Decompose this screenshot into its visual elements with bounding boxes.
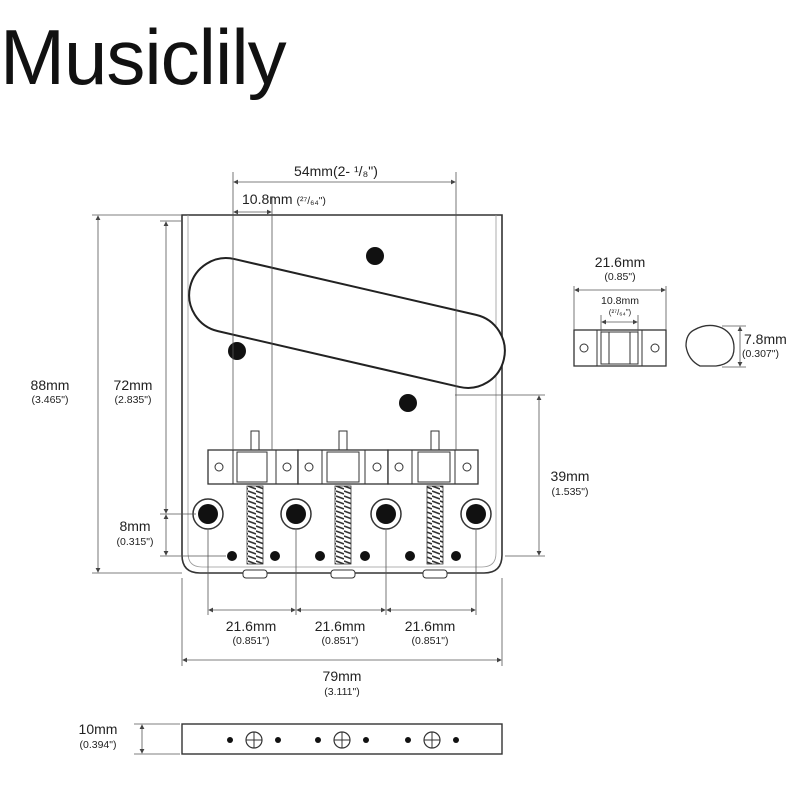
label-10mm-in: (0.394") — [79, 739, 117, 751]
label-7-8mm: 7.8mm — [744, 331, 787, 347]
label-10-8mm: 10.8mm (²⁷/₆₄") — [242, 191, 326, 207]
screw-holes — [227, 551, 461, 561]
saddle-2 — [297, 449, 389, 485]
label-88mm: 88mm — [30, 377, 70, 393]
intonation-springs — [246, 485, 444, 565]
brand-logo: Musiclily — [0, 13, 287, 101]
label-79mm-in: (3.111") — [324, 686, 360, 698]
side-profile — [181, 723, 503, 755]
intonation-screw-heads — [242, 569, 448, 579]
label-21-6mm-2: 21.6mm — [314, 618, 366, 634]
pickup-slot — [188, 257, 506, 389]
label-21-6mm-2-in: (0.851") — [321, 635, 359, 647]
saddle-end-profile — [685, 324, 735, 367]
label-72mm-in: (2.835") — [114, 394, 152, 406]
mount-hole — [366, 247, 384, 265]
label-39mm-in: (1.535") — [551, 486, 589, 498]
label-saddle-21-6mm-in: (0.85") — [604, 271, 636, 283]
label-79mm: 79mm — [322, 668, 362, 684]
mount-hole — [399, 394, 417, 412]
label-saddle-10-8mm-in: (²⁷/₆₄") — [608, 308, 632, 317]
label-39mm: 39mm — [550, 468, 590, 484]
label-8mm: 8mm — [119, 518, 151, 534]
label-21-6mm-3-in: (0.851") — [411, 635, 449, 647]
saddle-detail — [573, 329, 667, 367]
label-saddle-21-6mm: 21.6mm — [594, 254, 646, 270]
label-72mm: 72mm — [113, 377, 153, 393]
mount-hole — [228, 342, 246, 360]
label-54mm: 54mm(2- ¹/₈") — [294, 163, 378, 179]
string-ferrules — [192, 498, 492, 530]
label-21-6mm-3: 21.6mm — [404, 618, 456, 634]
label-10mm: 10mm — [78, 721, 118, 737]
label-88mm-in: (3.465") — [31, 394, 69, 406]
label-saddle-10-8mm: 10.8mm — [601, 295, 639, 307]
saddle-1 — [207, 449, 299, 485]
label-21-6mm-1-in: (0.851") — [232, 635, 270, 647]
saddle-3 — [387, 449, 479, 485]
label-7-8mm-in: (0.307") — [742, 348, 779, 360]
label-21-6mm-1: 21.6mm — [225, 618, 277, 634]
label-8mm-in: (0.315") — [116, 536, 154, 548]
